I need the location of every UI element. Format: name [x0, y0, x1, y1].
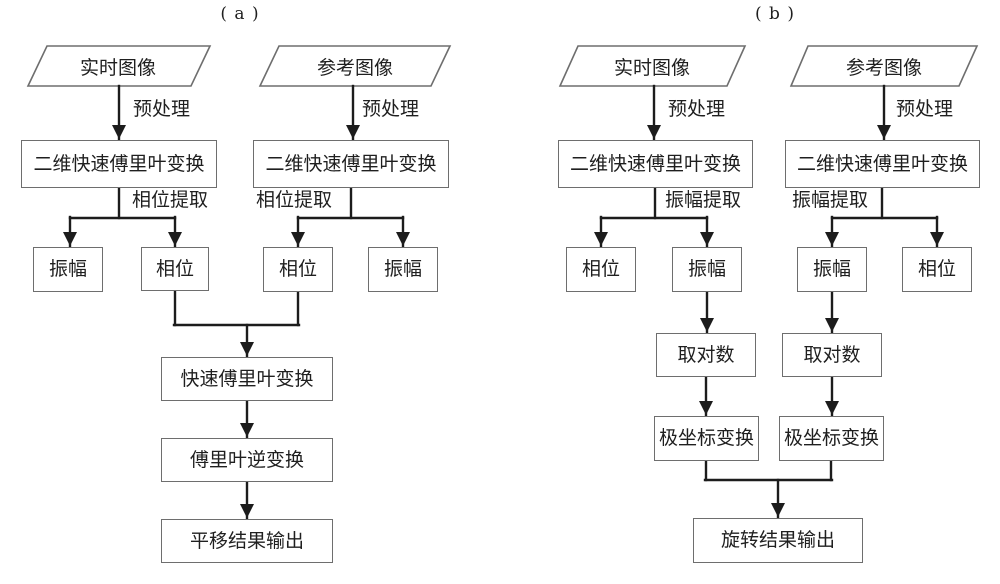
node-realtime-image-b: 实时图像: [613, 56, 690, 79]
label-preprocess-a-left: 预处理: [133, 98, 191, 120]
flowchart-b-connectors: [558, 45, 979, 519]
node-amplitude-b-left: 振幅: [672, 247, 742, 292]
flowchart-a-connectors: [26, 45, 452, 520]
node-polar-transform-b-right: 极坐标变换: [779, 416, 884, 461]
node-fft-a: 快速傅里叶变换: [161, 357, 333, 401]
caption-a: ( a ): [220, 4, 260, 24]
label-phase-extract-a-right: 相位提取: [256, 189, 333, 211]
node-phase-b-right: 相位: [902, 247, 972, 292]
node-take-log-b-right: 取对数: [782, 333, 882, 377]
node-amplitude-a-right: 振幅: [368, 247, 438, 292]
node-phase-a-left: 相位: [141, 247, 209, 291]
parallelogram-realtime-b: [558, 45, 747, 87]
node-inverse-fft-a: 傅里叶逆变换: [161, 438, 333, 482]
node-output-a: 平移结果输出: [161, 519, 333, 563]
label-amplitude-extract-b-right: 振幅提取: [792, 189, 869, 211]
node-polar-transform-b-left: 极坐标变换: [654, 416, 759, 461]
label-preprocess-a-right: 预处理: [362, 98, 420, 120]
label-phase-extract-a-left: 相位提取: [132, 189, 209, 211]
caption-b: ( b ): [755, 4, 795, 24]
node-amplitude-b-right: 振幅: [797, 247, 867, 292]
node-output-b: 旋转结果输出: [693, 518, 863, 563]
label-preprocess-b-left: 预处理: [668, 98, 726, 120]
node-fft2d-a-left: 二维快速傅里叶变换: [21, 140, 217, 188]
label-amplitude-extract-b-left: 振幅提取: [665, 189, 742, 211]
node-fft2d-b-left: 二维快速傅里叶变换: [558, 140, 753, 188]
node-fft2d-b-right: 二维快速傅里叶变换: [785, 140, 980, 188]
parallelogram-reference-a: [258, 45, 452, 87]
node-reference-image-a: 参考图像: [316, 56, 393, 79]
label-preprocess-b-right: 预处理: [896, 98, 954, 120]
parallelogram-realtime-a: [26, 45, 212, 87]
node-phase-b-left: 相位: [566, 247, 636, 292]
node-reference-image-b: 参考图像: [845, 56, 922, 79]
node-phase-a-right: 相位: [263, 247, 333, 292]
node-take-log-b-left: 取对数: [656, 333, 756, 377]
parallelogram-reference-b: [789, 45, 979, 87]
node-realtime-image-a: 实时图像: [79, 56, 156, 79]
node-fft2d-a-right: 二维快速傅里叶变换: [253, 140, 449, 188]
node-amplitude-a-left: 振幅: [33, 247, 103, 292]
